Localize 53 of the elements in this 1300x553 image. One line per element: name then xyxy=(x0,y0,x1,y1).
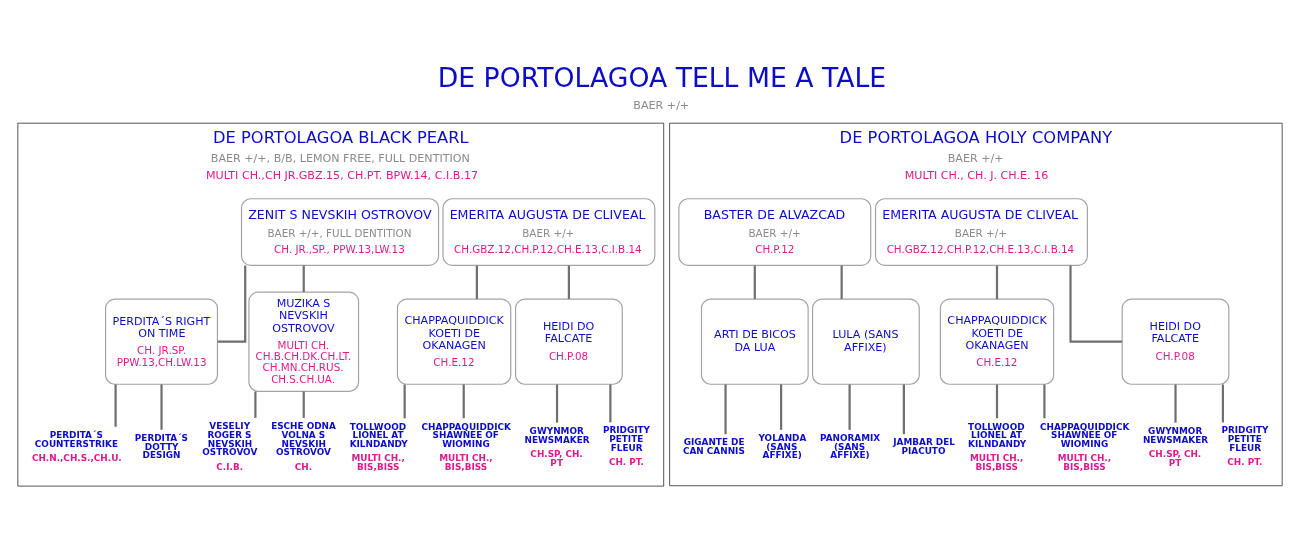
connector xyxy=(848,384,851,430)
node-text: CHAPPAQUIDDICK SHAWNEE OF WIOMING MULTI CH., BIS,BISS xyxy=(421,421,511,473)
connector xyxy=(995,384,999,419)
connector xyxy=(995,265,999,300)
connector xyxy=(160,384,163,430)
node-box: CHAPPAQUIDDICK KOETI DE OKANAGEN CH.E.12 xyxy=(396,298,512,385)
connector xyxy=(217,265,247,343)
node-text: GIGANTE DE CAN CANNIS xyxy=(682,437,745,456)
connector xyxy=(403,384,406,419)
connector xyxy=(753,265,756,300)
connector xyxy=(567,265,570,300)
node-text: TOLLWOOD LIONEL AT KILNDANDY MULTI CH., BIS,BISS xyxy=(349,421,408,473)
node-text: GWYNMOR NEWSMAKER CH.SP, CH. PT xyxy=(524,425,590,468)
connector xyxy=(302,265,305,293)
node-text: JAMBAR DEL PIACUTO xyxy=(893,437,955,456)
connector xyxy=(1221,384,1224,423)
node-box: MUZIKA S NEVSKIH OSTROVOV MULTI CH. CH.B.CH.DK.CH.LT. CH.MN.CH.RUS. CH.S.CH.UA. xyxy=(248,291,360,392)
connector xyxy=(902,384,905,435)
node-box: ZENIT S NEVSKIH OSTROVOV BAER +/+, FULL DENTITION CH. JR.,SP., PPW.13,LW.13 xyxy=(240,198,440,266)
node-box: ARTI DE BICOS DA LUA xyxy=(700,298,809,385)
node-text: VESELIY ROGER S NEVSKIH OSTROVOV C.I.B. xyxy=(202,420,258,472)
node-text: PERDITA´S COUNTERSTRIKE CH.N.,CH.S.,CH.U. xyxy=(31,429,122,463)
node-box: HEIDI DO FALCATE CH.P.08 xyxy=(1121,298,1230,385)
node-text: PRIDGITY PETITE FLEUR CH. PT. xyxy=(602,425,651,468)
node-box: EMERITA AUGUSTA DE CLIVEAL BAER +/+ CH.GBZ.12,CH.P.12,CH.E.13,C.I.B.14 xyxy=(442,198,656,266)
node-box: LULA (SANS AFFIXE) xyxy=(812,298,920,385)
connector xyxy=(780,384,783,430)
connector xyxy=(840,265,843,300)
node-box: HEIDI DO FALCATE CH.P.08 xyxy=(514,298,623,385)
node-text: CHAPPAQUIDDICK SHAWNEE OF WIOMING MULTI CH., BIS,BISS xyxy=(1039,421,1130,473)
connector xyxy=(1043,384,1046,419)
node-text: GWYNMOR NEWSMAKER CH.SP, CH. PT xyxy=(1142,425,1209,468)
connector xyxy=(302,391,305,418)
connector xyxy=(724,384,727,435)
node-box: EMERITA AUGUSTA DE CLIVEAL BAER +/+ CH.GBZ.12,CH.P.12,CH.E.13,C.I.B.14 xyxy=(874,198,1088,266)
connector xyxy=(555,384,559,423)
connector xyxy=(462,384,465,419)
node-text: TOLLWOOD LIONEL AT KILNDANDY MULTI CH., BIS,BISS xyxy=(968,421,1027,473)
node-text: YOLANDA (SANS AFFIXE) xyxy=(758,432,807,461)
connector xyxy=(609,384,612,423)
connector xyxy=(114,384,117,427)
node-box: PERDITA´S RIGHT ON TIME CH. JR.SP. PPW.13,CH.LW.13 xyxy=(105,298,219,385)
node-text: ESCHE ODNA VOLNA S NEVSKIH OSTROVOV CH. xyxy=(271,420,336,472)
connector xyxy=(1069,265,1123,343)
node-box: BASTER DE ALVAZCAD BAER +/+ CH.P.12 xyxy=(678,198,872,266)
connector xyxy=(254,391,257,418)
node-box: CHAPPAQUIDDICK KOETI DE OKANAGEN CH.E.12 xyxy=(939,298,1055,385)
node-text: PANORAMIX (SANS AFFIXE) xyxy=(819,432,881,461)
node-text: DE PORTOLAGOA TELL ME A TALE BAER +/+ xyxy=(437,61,887,113)
node-text: PERDITA´S DOTTY DESIGN xyxy=(134,432,188,461)
connector xyxy=(475,265,478,300)
connector xyxy=(1174,384,1177,423)
node-text: PRIDGITY PETITE FLEUR CH. PT. xyxy=(1221,425,1269,468)
